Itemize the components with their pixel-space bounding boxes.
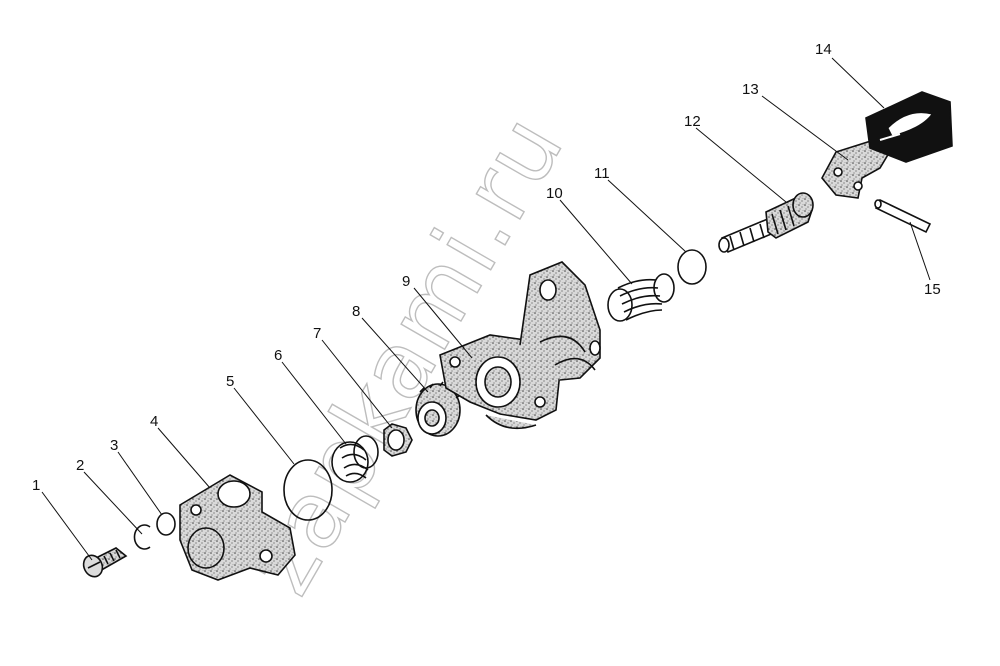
part-6-spring-cup — [331, 435, 379, 483]
callout-8: 8 — [352, 303, 360, 320]
leader-6 — [281, 361, 347, 445]
leader-9 — [413, 287, 473, 359]
part-5-o-ring — [283, 459, 333, 521]
leader-1 — [41, 491, 93, 561]
leader-14 — [831, 57, 885, 109]
callout-11: 11 — [594, 165, 610, 182]
leader-lines — [41, 57, 931, 561]
callout-2: 2 — [76, 457, 84, 474]
callout-5: 5 — [226, 373, 234, 390]
leader-13 — [761, 95, 849, 161]
part-11-o-ring — [677, 249, 707, 285]
callout-7: 7 — [313, 325, 321, 342]
part-8-gear-nut — [415, 381, 461, 437]
part-4-housing-cap — [179, 474, 296, 581]
callout-12: 12 — [684, 113, 701, 130]
leader-2 — [83, 471, 143, 535]
part-14-handle — [865, 91, 953, 163]
part-2-washer — [133, 524, 151, 550]
callout-10: 10 — [546, 185, 563, 202]
callout-4: 4 — [150, 413, 158, 430]
part-10-spring — [607, 273, 675, 322]
leader-3 — [117, 451, 163, 516]
leader-12 — [695, 127, 787, 203]
callout-6: 6 — [274, 347, 282, 364]
leader-15 — [909, 221, 931, 281]
callout-15: 15 — [924, 281, 941, 298]
part-3-ring — [156, 512, 176, 536]
callout-14: 14 — [815, 41, 832, 58]
callout-9: 9 — [402, 273, 410, 290]
callout-13: 13 — [742, 81, 759, 98]
leader-11 — [607, 179, 687, 253]
part-15-pin — [874, 198, 932, 234]
callout-1: 1 — [32, 477, 40, 494]
leader-8 — [361, 317, 429, 393]
callout-3: 3 — [110, 437, 118, 454]
part-7-spring-nut — [383, 423, 413, 457]
leader-7 — [321, 339, 393, 429]
leader-4 — [157, 427, 211, 489]
leader-5 — [233, 387, 295, 465]
part-1-screw — [82, 547, 128, 578]
part-12-valve-stem — [718, 192, 814, 254]
callout-labels: 1 2 3 4 5 6 7 8 9 10 11 12 13 14 15 — [32, 41, 941, 494]
part-13-lever — [821, 139, 894, 199]
leader-10 — [559, 199, 633, 285]
